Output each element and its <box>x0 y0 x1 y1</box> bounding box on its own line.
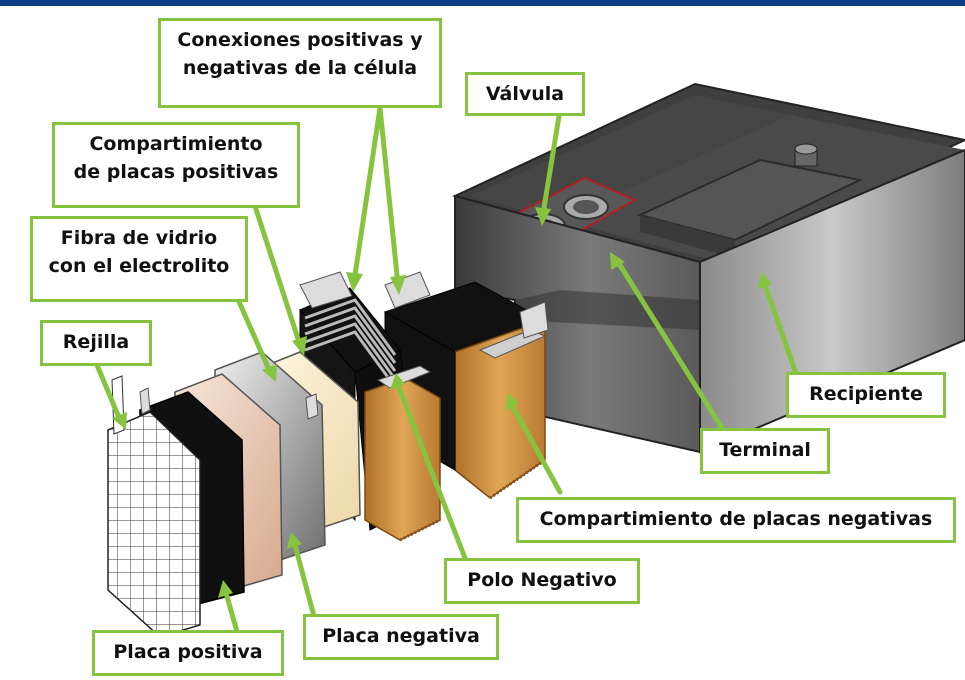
battery-container <box>452 82 965 454</box>
terminal-back <box>794 143 818 155</box>
pointer-arrows <box>94 105 803 638</box>
grid-plate <box>107 375 201 638</box>
top-accent-bar <box>0 0 965 6</box>
